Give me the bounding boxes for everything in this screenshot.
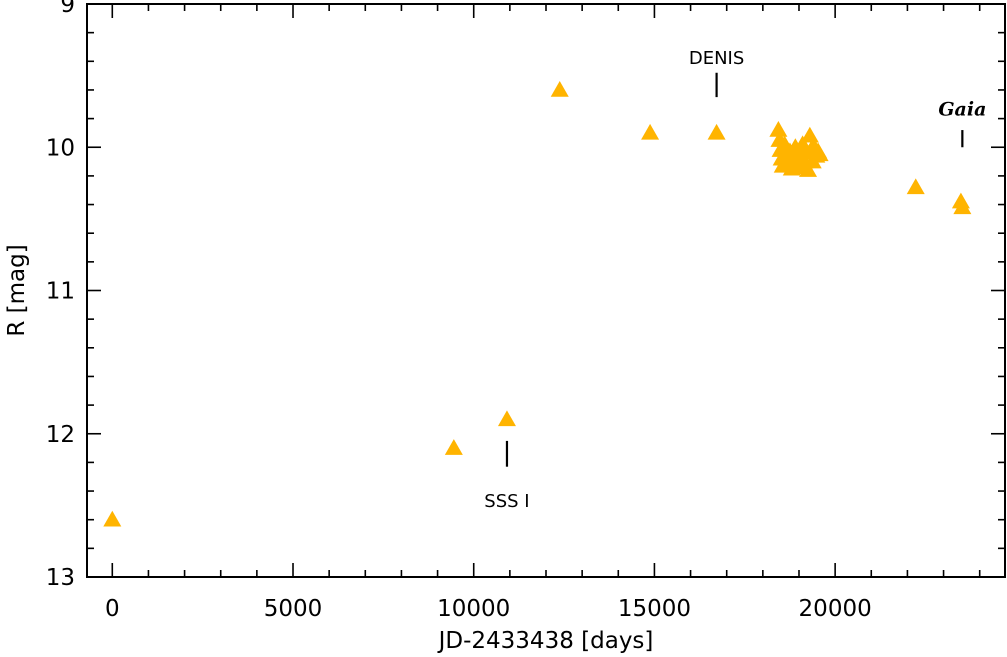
y-tick-label: 13 [46, 565, 75, 591]
annotations: DENIS SSS I Gaia [484, 48, 986, 512]
data-point [641, 123, 660, 140]
data-point [497, 410, 516, 427]
data-point [550, 80, 569, 97]
y-tick-label: 9 [60, 0, 75, 18]
data-points [103, 80, 972, 527]
data-point [800, 126, 819, 143]
y-axis-ticks: 9 10 11 12 13 [46, 0, 1005, 591]
data-point [906, 178, 925, 195]
x-tick-label: 20000 [799, 596, 872, 622]
y-tick-label: 10 [46, 135, 75, 161]
data-point [707, 123, 726, 140]
data-point [769, 121, 788, 137]
x-tick-label: 0 [105, 596, 120, 622]
data-point [799, 161, 818, 177]
x-tick-label: 10000 [437, 596, 510, 622]
y-tick-label: 11 [46, 279, 75, 305]
x-tick-label: 5000 [264, 596, 323, 622]
y-tick-label: 12 [46, 422, 75, 448]
annotation-label: DENIS [689, 48, 744, 69]
x-axis-ticks: 0 5000 10000 15000 20000 [105, 4, 981, 622]
data-point [103, 510, 122, 527]
annotation-label: Gaia [938, 99, 986, 121]
x-tick-label: 15000 [618, 596, 691, 622]
x-axis-title: JD-2433438 [days] [437, 628, 654, 654]
y-axis-title: R [mag] [4, 244, 30, 336]
data-point [953, 198, 972, 215]
data-point [444, 439, 463, 455]
plot-frame [86, 3, 1006, 578]
data-point [810, 145, 829, 162]
annotation-label: SSS I [484, 491, 529, 512]
